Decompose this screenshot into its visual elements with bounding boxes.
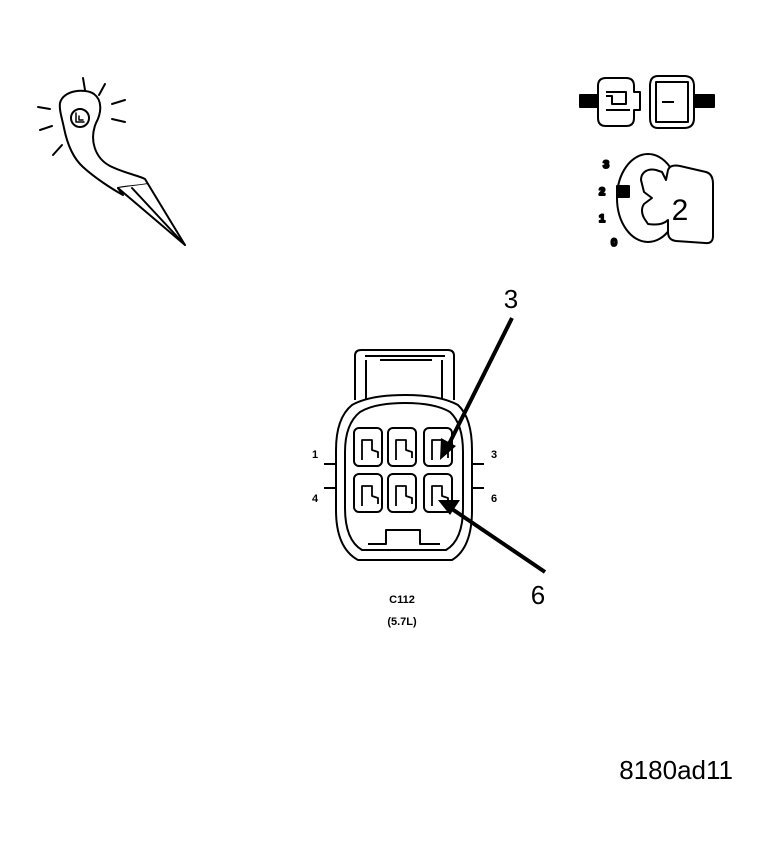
ignition-position-1: 1 [599,213,605,225]
pin-label-1: 1 [312,449,318,461]
connector-variant: (5.7L) [387,616,417,628]
connector-name: C112 [389,594,415,606]
test-probe-icon [37,77,186,246]
ignition-position-0: 0 [611,237,617,249]
cavity-1 [353,427,383,467]
ignition-position-2: 2 [599,186,605,198]
cavity-5 [387,473,417,513]
cavity-4 [353,473,383,513]
callout-arrow-6 [438,500,547,574]
pin-label-6: 6 [491,493,497,505]
ignition-key-icon: 3 2 1 0 2 [598,153,714,250]
disconnect-connector-icon [579,75,715,129]
callout-arrow-3 [440,317,514,460]
pin-label-3: 3 [491,449,497,461]
cavity-2 [387,427,417,467]
callout-label-3: 3 [504,284,518,314]
pin-label-4: 4 [312,493,319,505]
ignition-key-label: 2 [672,194,689,227]
connector-cavities [353,427,453,513]
ignition-position-3: 3 [603,159,609,171]
figure-code: 8180ad11 [619,755,733,785]
callout-label-6: 6 [531,580,545,610]
